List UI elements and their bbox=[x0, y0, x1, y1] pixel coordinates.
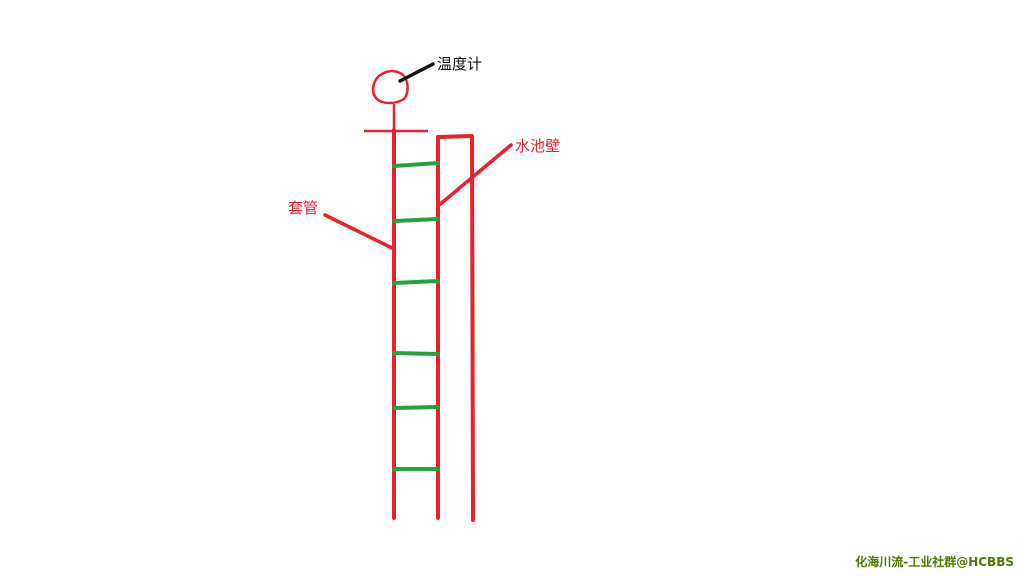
casing-label: 套管 bbox=[288, 199, 318, 217]
rung bbox=[392, 351, 440, 356]
rung bbox=[392, 405, 440, 410]
rung bbox=[392, 217, 440, 223]
pool-wall bbox=[436, 134, 475, 522]
rungs bbox=[392, 161, 440, 471]
watermark: 化海川流-工业社群@HCBBS bbox=[855, 555, 1014, 569]
thermometer-pointer bbox=[398, 62, 435, 83]
thermometer-label: 温度计 bbox=[437, 55, 482, 73]
pool-wall-leader bbox=[436, 143, 513, 208]
rung bbox=[392, 279, 440, 285]
pool-wall-label: 水池壁 bbox=[515, 137, 560, 155]
rung bbox=[392, 161, 440, 168]
thermometer-bulb bbox=[371, 69, 409, 105]
casing-leader bbox=[323, 213, 394, 250]
